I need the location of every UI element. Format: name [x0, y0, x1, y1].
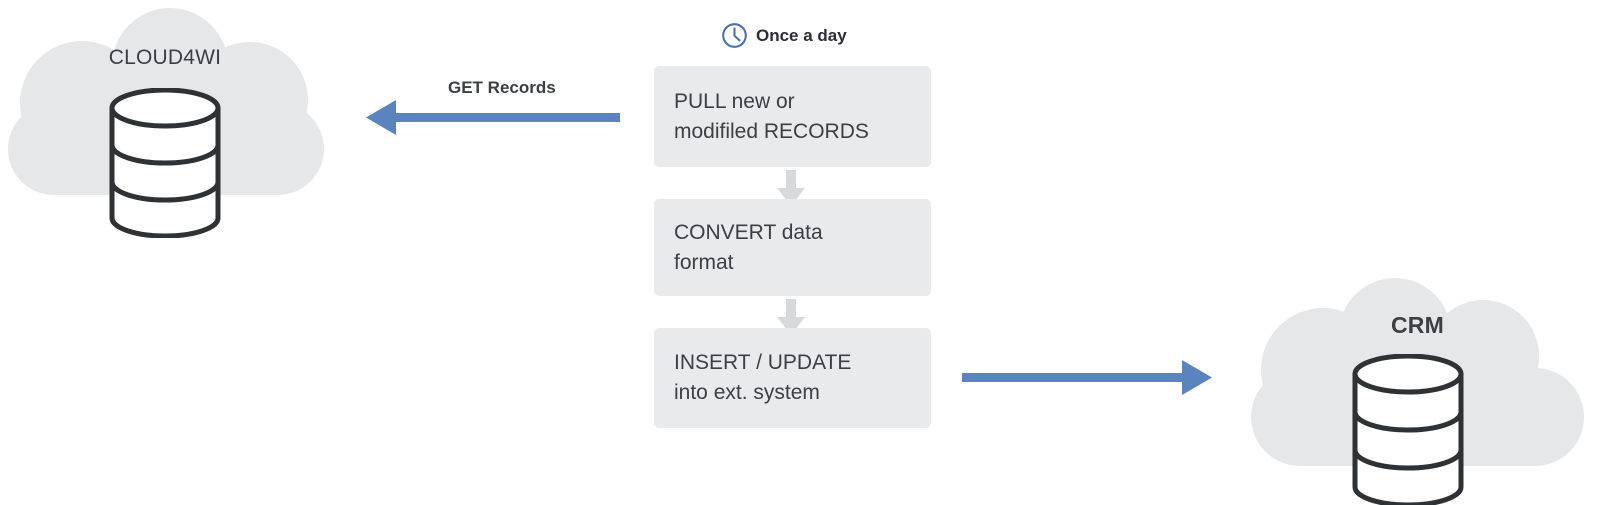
process-step-convert: CONVERT data format [654, 199, 931, 296]
get-records-label: GET Records [448, 78, 556, 97]
arrow-right-icon [962, 360, 1212, 395]
source-database-icon [109, 88, 221, 238]
process-step-pull-line2: modifiled RECORDS [674, 119, 869, 143]
target-database-icon [1352, 354, 1464, 505]
source-cloud-label: CLOUD4WI [108, 46, 222, 69]
process-step-insert-line2: into ext. system [674, 381, 820, 404]
arrow-down-icon [777, 170, 805, 206]
source-cloud-group: CLOUD4WI [0, 8, 330, 238]
process-step-insert: INSERT / UPDATE into ext. system [654, 328, 931, 428]
arrow-down-icon [777, 299, 805, 335]
schedule-badge: Once a day [721, 22, 847, 49]
process-step-convert-line2: format [674, 250, 734, 274]
arrow-left-icon [366, 100, 620, 135]
process-step-pull-line1: PULL new or [674, 89, 795, 113]
process-step-convert-line1: CONVERT data [674, 220, 823, 244]
target-cloud-label: CRM [1391, 312, 1444, 338]
schedule-label: Once a day [756, 25, 847, 45]
clock-icon [722, 23, 747, 48]
target-cloud-group: CRM [1245, 278, 1590, 505]
process-step-insert-line1: INSERT / UPDATE [674, 351, 852, 374]
process-step-pull: PULL new or modifiled RECORDS [654, 66, 931, 167]
